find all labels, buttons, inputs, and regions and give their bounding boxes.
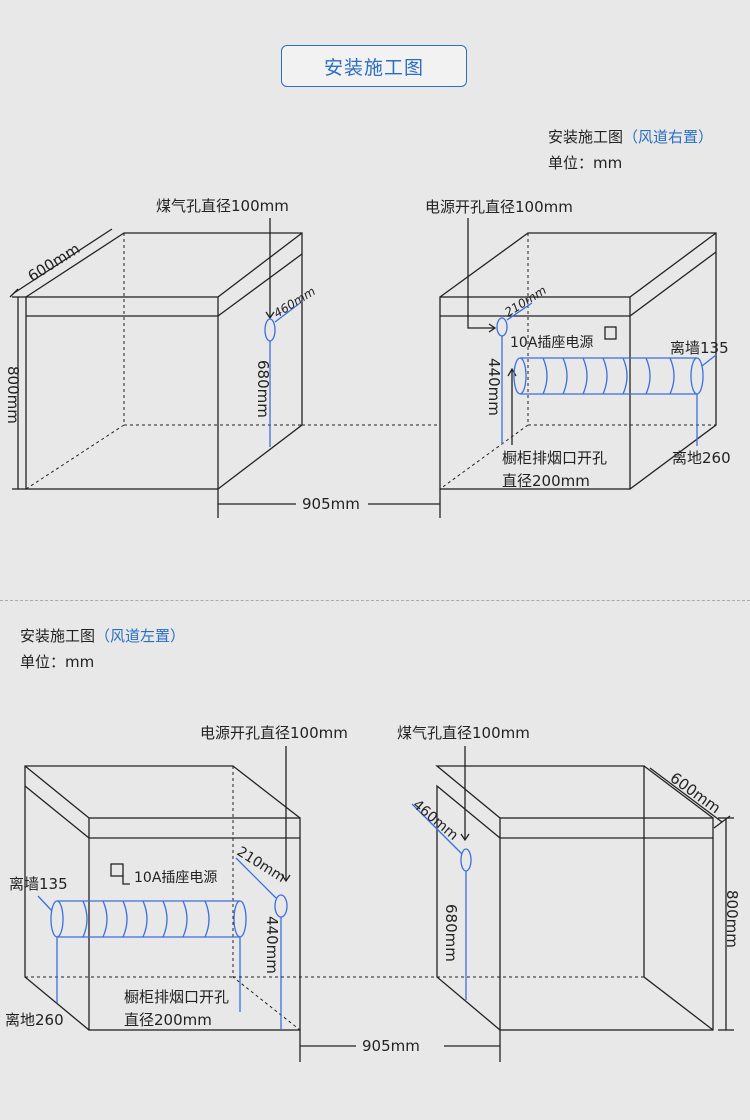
- gas-hole-label: 煤气孔直径100mm: [397, 724, 530, 742]
- right-cabinet: 电源开孔直径100mm 210mm 440mm 10A插座电源 离墙135 离地…: [425, 198, 731, 490]
- height-label: 800mm: [4, 366, 22, 424]
- gas-height-label: 680mm: [442, 904, 460, 962]
- caption-unit: 单位：mm: [20, 653, 95, 671]
- socket-label: 10A插座电源: [134, 870, 217, 886]
- diagram-right-layout: 600mm 800mm 煤气孔直径100mm 460mm 680mm 905mm…: [4, 197, 731, 518]
- exhaust-label-1: 橱柜排烟口开孔: [124, 988, 229, 1006]
- floor-label: 离地260: [672, 449, 731, 467]
- wall-label: 离墙135: [670, 339, 729, 357]
- gas-hole-icon: [264, 318, 276, 342]
- socket-label: 10A插座电源: [510, 335, 593, 351]
- floor-label: 离地260: [5, 1011, 64, 1029]
- power-hole-label: 电源开孔直径100mm: [425, 198, 573, 216]
- section-divider: [0, 600, 750, 601]
- gap-label: 905mm: [302, 495, 360, 513]
- gas-hole-label: 煤气孔直径100mm: [156, 197, 289, 215]
- power-hole-label: 电源开孔直径100mm: [200, 724, 348, 742]
- exhaust-label-2: 直径200mm: [502, 472, 590, 490]
- caption-title: 安装施工图: [548, 128, 624, 146]
- left-cabinet: 600mm 800mm 煤气孔直径100mm 460mm 680mm: [4, 197, 318, 490]
- gap-label: 905mm: [362, 1037, 420, 1055]
- caption-left-layout: 安装施工图（风道左置） 单位：mm: [20, 623, 185, 675]
- height-label: 800mm: [723, 890, 741, 948]
- power-height-label: 440mm: [485, 358, 503, 416]
- right-cabinet: 煤气孔直径100mm 460mm 680mm 600mm 800mm: [397, 724, 741, 1031]
- gas-offset-label: 460mm: [409, 797, 461, 844]
- depth-label: 600mm: [667, 769, 724, 818]
- exhaust-pipe: [37, 895, 247, 1012]
- caption-accent: （风道右置）: [623, 128, 714, 146]
- caption-title: 安装施工图: [20, 627, 96, 645]
- wall-label: 离墙135: [9, 875, 68, 893]
- socket-icon: [604, 326, 617, 340]
- power-height-label: 440mm: [263, 916, 281, 974]
- power-offset-label: 210mm: [502, 283, 549, 319]
- gas-offset-label: 460mm: [271, 284, 318, 320]
- gas-height-label: 680mm: [254, 360, 272, 418]
- caption-right-layout: 安装施工图（风道右置） 单位：mm: [548, 124, 713, 176]
- caption-unit: 单位：mm: [548, 154, 623, 172]
- power-hole-icon: [496, 317, 508, 337]
- gap-dimension: 905mm: [233, 976, 644, 1062]
- caption-accent: （风道左置）: [95, 627, 186, 645]
- diagram-left-layout: 电源开孔直径100mm 210mm 440mm 10A插座电源 离墙135 离地…: [5, 724, 741, 1062]
- page-title: 安装施工图: [281, 45, 467, 87]
- power-hole-icon: [274, 894, 288, 918]
- gas-hole-icon: [460, 848, 472, 872]
- left-cabinet: 电源开孔直径100mm 210mm 440mm 10A插座电源 离墙135 离地…: [5, 724, 348, 1031]
- exhaust-label-1: 橱柜排烟口开孔: [502, 449, 607, 467]
- socket-icon: [110, 863, 124, 877]
- exhaust-label-2: 直径200mm: [124, 1011, 212, 1029]
- exhaust-pipe: [513, 354, 717, 446]
- gap-dimension: 905mm: [217, 424, 441, 518]
